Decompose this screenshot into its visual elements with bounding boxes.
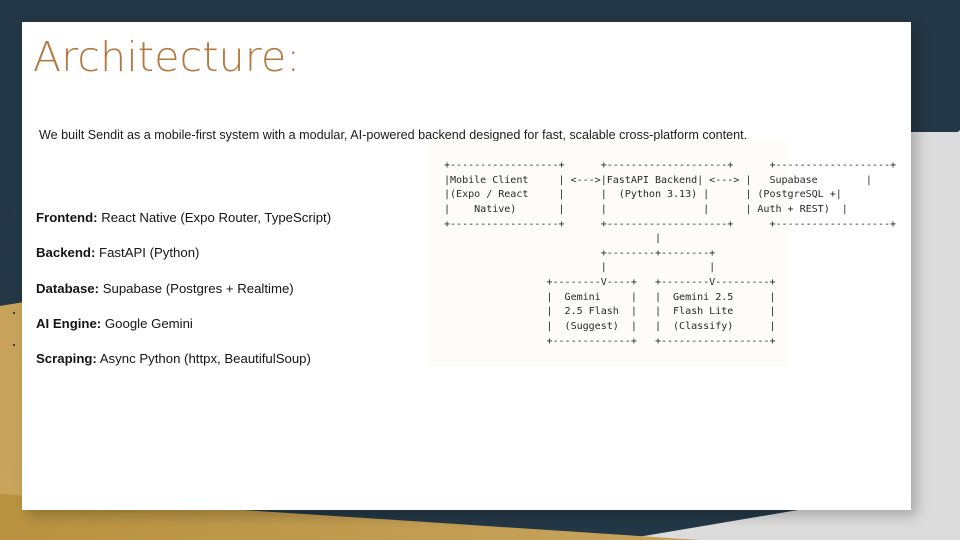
list-item: Backend: FastAPI (Python): [36, 245, 436, 261]
spec-key: Scraping:: [36, 351, 97, 367]
margin-bullet-dot: [13, 311, 15, 314]
spec-value: Google Gemini: [104, 316, 193, 332]
margin-bullet-dot: [13, 344, 15, 346]
list-item: Frontend: React Native (Expo Router, Typ…: [36, 210, 436, 226]
page-title: Architecture:: [33, 33, 301, 81]
spec-value: Async Python (httpx, BeautifulSoup): [99, 351, 311, 367]
intro-paragraph: We built Sendit as a mobile-first system…: [39, 128, 748, 142]
spec-key: Frontend:: [36, 210, 98, 225]
spec-value: FastAPI (Python): [99, 245, 200, 261]
spec-value: Supabase (Postgres + Realtime): [102, 280, 294, 296]
tech-stack-list: Frontend: React Native (Expo Router, Typ…: [36, 210, 436, 387]
architecture-ascii-diagram: +------------------+ +------------------…: [428, 141, 896, 368]
list-item: Scraping: Async Python (httpx, Beautiful…: [36, 351, 436, 367]
spec-key: Database:: [36, 280, 100, 296]
spec-key: AI Engine:: [36, 316, 102, 332]
list-item: AI Engine: Google Gemini: [36, 316, 436, 332]
margin-bullet-dot: [13, 246, 15, 249]
ascii-diagram-text: +------------------+ +------------------…: [444, 160, 896, 347]
spec-key: Backend:: [36, 245, 96, 261]
margin-bullet-dot: [13, 214, 15, 216]
margin-bullet-dot: [13, 279, 15, 281]
list-item: Database: Supabase (Postgres + Realtime): [36, 281, 436, 297]
margin-bullet-marks: [13, 214, 21, 377]
spec-value: React Native (Expo Router, TypeScript): [101, 210, 332, 225]
